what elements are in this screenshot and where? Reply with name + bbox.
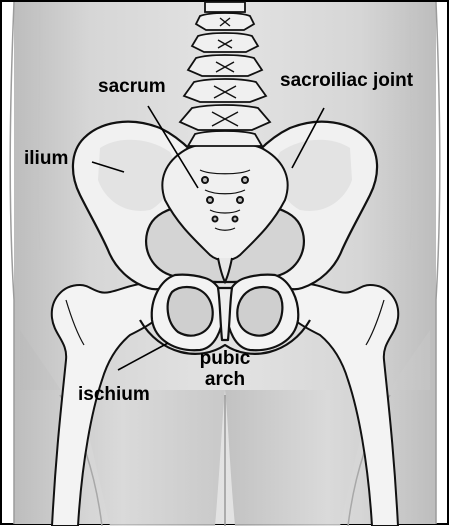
- label-sacroiliac-joint: sacroiliac joint: [280, 70, 413, 91]
- left-obturator-foramen: [168, 287, 213, 336]
- label-ischium: ischium: [78, 384, 150, 405]
- label-ilium: ilium: [24, 148, 68, 169]
- label-sacrum: sacrum: [98, 76, 166, 97]
- right-obturator-foramen: [237, 287, 282, 336]
- label-pubic-arch-line1: pubic: [195, 348, 255, 369]
- label-pubic-arch: pubic arch: [195, 348, 255, 390]
- label-pubic-arch-line2: arch: [195, 369, 255, 390]
